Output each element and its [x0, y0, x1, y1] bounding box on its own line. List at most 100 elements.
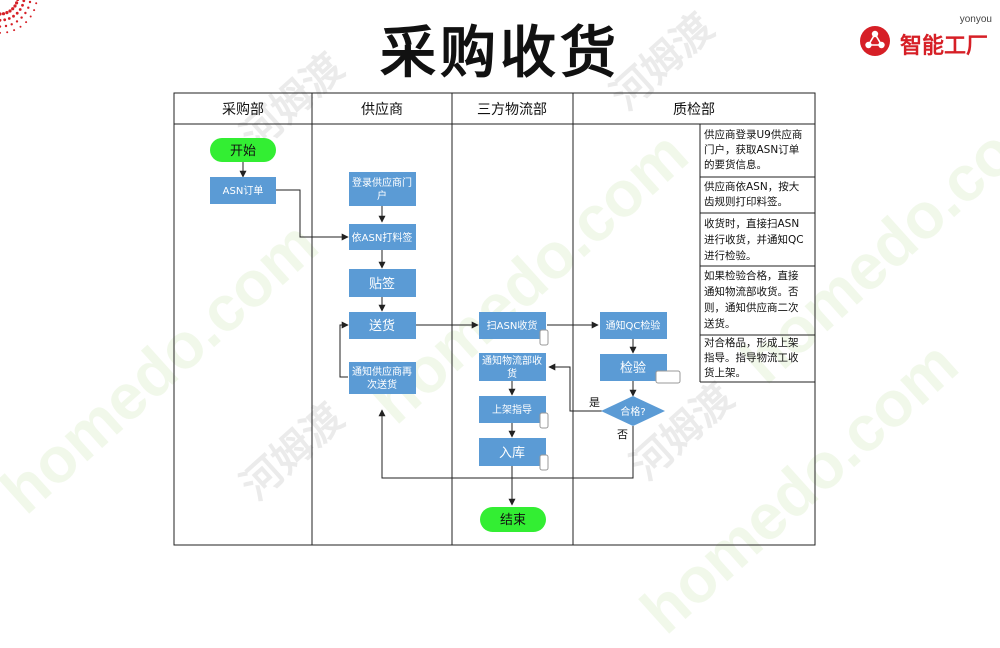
decoration-dot — [5, 11, 9, 15]
note-line: 供应商登录U9供应商 — [704, 128, 802, 141]
decoration-dot — [10, 23, 13, 26]
note-line: 供应商依ASN，按大 — [704, 180, 800, 193]
notes-column: 供应商登录U9供应商 门户，获取ASN订单 的要货信息。 供应商依ASN，按大 … — [704, 128, 804, 379]
connector — [276, 189, 349, 241]
swimlane-grid — [173, 92, 816, 546]
end-label: 结束 — [500, 513, 526, 528]
document-icon — [655, 370, 681, 384]
connector — [378, 409, 634, 479]
connector — [548, 363, 604, 412]
decoration-dot — [29, 15, 32, 18]
start-terminal — [210, 138, 276, 162]
process-label-asn-order: ASN订单 — [223, 185, 264, 197]
decoration-dot — [12, 14, 15, 18]
decision-diamond — [601, 396, 665, 426]
connector — [339, 321, 349, 378]
note-line: 货上架。 — [704, 366, 746, 379]
decoration-dot — [13, 4, 17, 8]
process-label-scan-receive: 扫ASN收货 — [487, 319, 538, 332]
process-label-print-label: 依ASN打料签 — [352, 231, 413, 244]
brand-mark-icon — [860, 26, 890, 56]
decoration-dot — [0, 12, 2, 16]
process-box-asn-order — [210, 177, 276, 204]
process-label-stock-in: 入库 — [499, 445, 525, 461]
process-label-label: 贴签 — [369, 276, 395, 292]
note-line: 的要货信息。 — [704, 158, 767, 171]
lane-header-qc: 质检部 — [673, 102, 715, 118]
decoration-dot — [25, 21, 28, 24]
note-line: 进行收货，并通知QC — [704, 233, 804, 246]
start-label: 开始 — [230, 144, 256, 159]
process-label-deliver: 送货 — [369, 318, 395, 334]
branch-label-no: 否 — [617, 428, 628, 441]
decoration-dot — [27, 6, 30, 9]
swimlane-flowchart: 采购部 供应商 三方物流部 质检部 开始 结束 ASN订单 登录供应商门 户 依… — [173, 92, 816, 546]
decoration-dot — [22, 0, 26, 3]
document-icon — [539, 454, 549, 471]
decoration-dot — [7, 17, 11, 20]
process-label-inspect: 检验 — [620, 360, 646, 376]
decoration-dot — [28, 0, 32, 4]
note-line: 如果检验合格，直接 — [704, 269, 799, 282]
process-label-shelf-guide: 上架指导 — [492, 403, 532, 416]
decoration-dot — [13, 29, 16, 32]
decoration-dot — [6, 31, 9, 34]
decoration-dot — [1, 12, 6, 16]
note-line: 通知物流部收货。否 — [704, 285, 799, 298]
note-line: 门户，获取ASN订单 — [704, 143, 799, 156]
process-label-notify-qc: 通知QC检验 — [606, 319, 661, 332]
document-icon — [539, 329, 549, 346]
decoration-dot — [15, 11, 19, 15]
process-box-notify-resend — [349, 362, 416, 394]
page-title: 采购收货 — [380, 21, 620, 86]
decoration-dot — [24, 11, 27, 15]
branch-label-yes: 是 — [589, 396, 600, 409]
corner-dot-decoration — [0, 0, 60, 60]
process-box-deliver — [349, 312, 416, 339]
decoration-dot — [15, 20, 19, 23]
document-icon — [539, 412, 549, 429]
decoration-dot — [21, 3, 24, 7]
decoration-dot — [20, 16, 23, 19]
note-line: 对合格品，形成上架 — [704, 336, 799, 349]
process-label-notify-resend: 通知供应商再 — [352, 365, 412, 378]
note-line: 送货。 — [704, 317, 736, 330]
process-label-login-portal: 登录供应商门 — [352, 176, 412, 189]
lane-header-logistics: 三方物流部 — [477, 102, 547, 118]
decoration-dot — [33, 9, 36, 12]
process-label-notify-logistics: 通知物流部收 — [482, 354, 542, 367]
decoration-dot — [11, 7, 15, 11]
brand-sub: yonyou — [959, 14, 992, 25]
end-terminal — [480, 507, 546, 532]
note-line: 进行检验。 — [704, 249, 757, 262]
decoration-dot — [0, 31, 1, 34]
process-box-shelf-guide — [479, 396, 546, 423]
note-line: 则，通知供应商二次 — [704, 301, 799, 314]
note-line: 收货时，直接扫ASN — [704, 217, 799, 230]
decoration-dot — [16, 0, 20, 2]
note-line: 齿规则打印料签。 — [704, 195, 788, 208]
decoration-dot — [19, 25, 22, 28]
decoration-dot — [15, 1, 19, 5]
decoration-dot — [0, 18, 2, 22]
decoration-dot — [3, 18, 7, 22]
process-box-scan-receive — [479, 312, 546, 339]
decoration-dot — [35, 2, 38, 5]
process-box-notify-logistics — [479, 353, 546, 381]
brand-name: 智能工厂 — [900, 34, 989, 59]
decision-label: 合格? — [620, 405, 645, 418]
decoration-dot — [0, 25, 2, 28]
brand-logo: yonyou 智能工厂 — [858, 14, 998, 59]
process-box-stock-in — [479, 438, 546, 466]
process-label-notify-resend: 次送货 — [367, 378, 397, 391]
decoration-dot — [18, 8, 22, 11]
decoration-dot — [8, 9, 12, 13]
process-box-notify-qc — [600, 312, 667, 339]
process-box-label — [349, 269, 416, 297]
flow-connectors — [239, 162, 637, 506]
process-label-notify-logistics: 货 — [507, 367, 517, 380]
lane-header-supplier: 供应商 — [361, 101, 403, 118]
lane-header-procure: 采购部 — [222, 102, 264, 118]
process-box-print-label — [349, 224, 416, 250]
decoration-dot — [4, 24, 8, 28]
